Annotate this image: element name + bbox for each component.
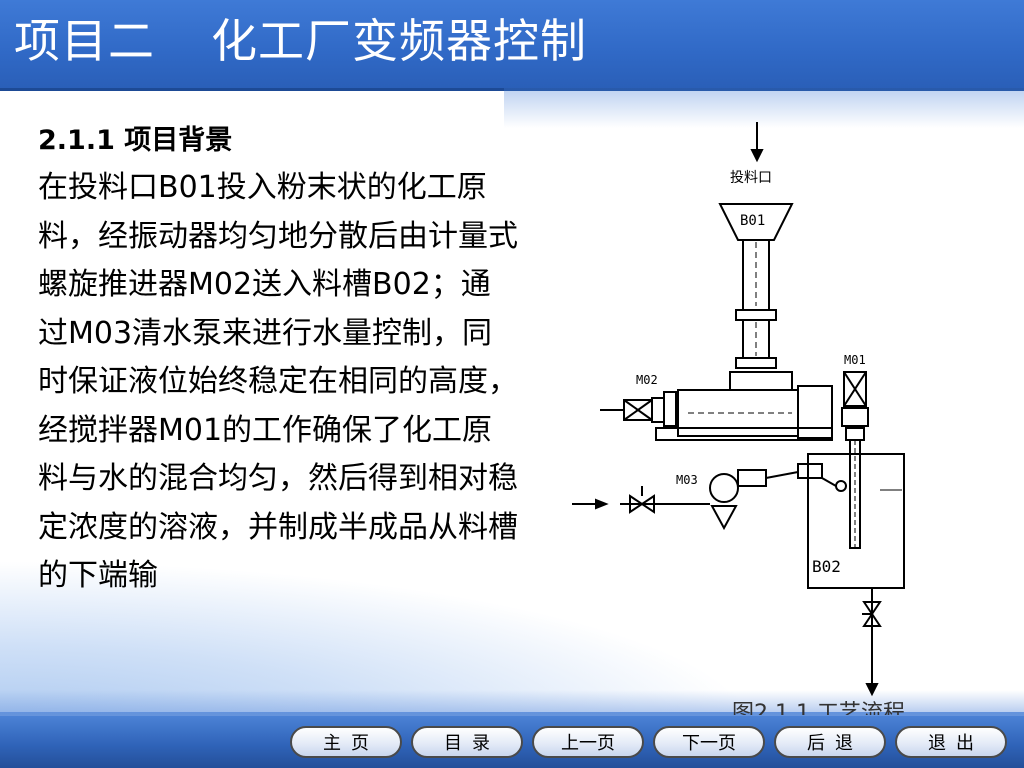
title-part-2: 化工厂变频器控制 bbox=[211, 14, 587, 68]
top-fade bbox=[504, 88, 1024, 128]
tank-label: B02 bbox=[812, 557, 841, 576]
nav-bar: 主页 目录 上一页 下一页 后退 退出 bbox=[290, 726, 1007, 762]
slide-title: 项目二 化工厂变频器控制 bbox=[14, 10, 587, 72]
pump-base bbox=[710, 505, 738, 531]
m03-label: M03 bbox=[676, 473, 698, 487]
hopper-label: B01 bbox=[740, 213, 765, 229]
process-diagram: 投料口 B01 M01 M02 M03 B02 bbox=[560, 110, 930, 710]
exit-button[interactable]: 退出 bbox=[895, 726, 1007, 758]
tank-b02 bbox=[807, 453, 905, 589]
process-diagram-svg: 投料口 B01 M01 M02 M03 B02 bbox=[572, 122, 905, 697]
title-part-1: 项目二 bbox=[14, 14, 155, 68]
home-button[interactable]: 主页 bbox=[290, 726, 402, 758]
next-page-button[interactable]: 下一页 bbox=[653, 726, 765, 758]
inlet-arrow-head bbox=[750, 149, 764, 163]
body-paragraph: 在投料口B01投入粉末状的化工原料，经振动器均匀地分散后由计量式螺旋推进器M02… bbox=[38, 170, 518, 593]
section-heading: 2.1.1 项目背景 bbox=[38, 125, 233, 156]
back-button[interactable]: 后退 bbox=[774, 726, 886, 758]
prev-page-button[interactable]: 上一页 bbox=[532, 726, 644, 758]
content-area: 2.1.1 项目背景 在投料口B01投入粉末状的化工原料，经振动器均匀地分散后由… bbox=[38, 118, 518, 601]
hopper-shape bbox=[718, 203, 794, 241]
inlet-label: 投料口 bbox=[730, 170, 772, 186]
m02-label: M02 bbox=[636, 373, 658, 387]
title-bar: 项目二 化工厂变频器控制 bbox=[0, 0, 1024, 91]
m01-label: M01 bbox=[844, 353, 866, 367]
contents-button[interactable]: 目录 bbox=[411, 726, 523, 758]
diagram-caption: 图2.1.1 工艺流程 bbox=[732, 701, 905, 715]
